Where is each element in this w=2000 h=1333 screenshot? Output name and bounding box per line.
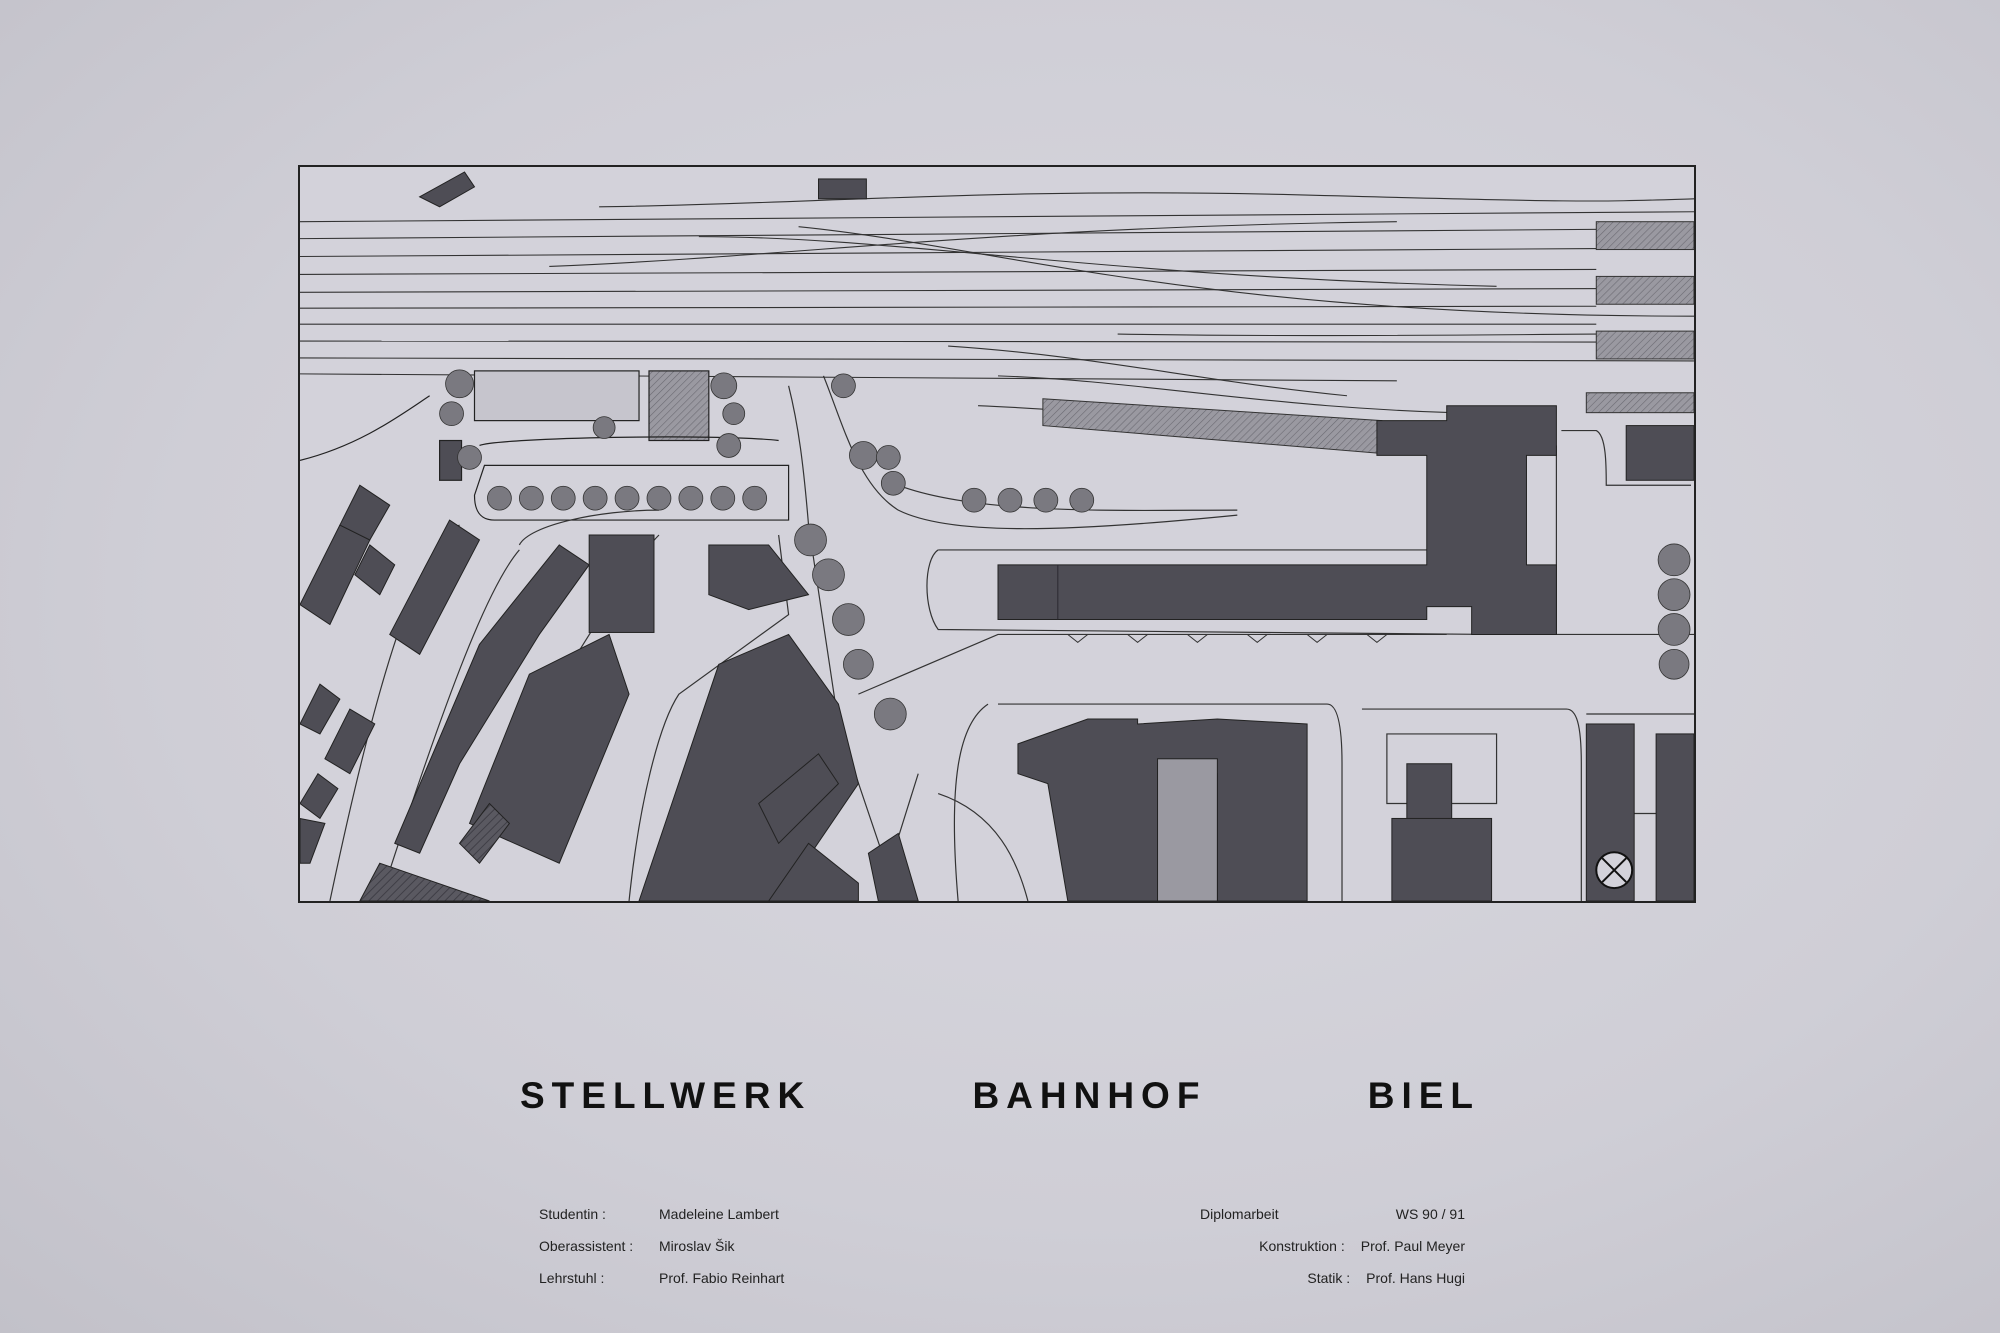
credit-label: Oberassistent : — [539, 1238, 634, 1254]
station-block-balconies — [1067, 634, 1388, 644]
credit-value: Prof. Hans Hugi — [1366, 1270, 1465, 1286]
credit-row: Statik : Prof. Hans Hugi — [1200, 1262, 1465, 1294]
credit-value: Prof. Fabio Reinhart — [659, 1270, 785, 1286]
site-plan — [298, 165, 1696, 903]
credit-row: Konstruktion : Prof. Paul Meyer — [1200, 1230, 1465, 1262]
credit-row: Diplomarbeit WS 90 / 91 — [1200, 1198, 1465, 1230]
station-block — [997, 405, 1694, 635]
title-word-1: STELLWERK — [520, 1075, 812, 1116]
credits-right: Diplomarbeit WS 90 / 91 Konstruktion : P… — [1200, 1198, 1465, 1294]
credit-label: Lehrstuhl : — [539, 1270, 605, 1286]
trees — [439, 369, 1691, 731]
bottom-buildings — [1017, 718, 1694, 901]
platforms — [1042, 221, 1694, 454]
site-plan-drawing — [300, 171, 1694, 901]
left-city-blocks — [300, 484, 919, 901]
credit-row: Studentin : Madeleine Lambert — [539, 1198, 784, 1230]
compass-cross-icon — [1595, 851, 1634, 890]
credit-label: Studentin : — [539, 1206, 606, 1222]
credit-label: Statik : — [1307, 1270, 1351, 1286]
credits-left: Studentin : Madeleine Lambert Oberassist… — [539, 1198, 784, 1294]
credit-row: Oberassistent : Miroslav Šik — [539, 1230, 784, 1262]
drawing-title: STELLWERK BAHNHOF BIEL — [520, 1075, 1480, 1117]
credit-label: Diplomarbeit — [1200, 1206, 1279, 1222]
title-word-3: BIEL — [1367, 1075, 1480, 1116]
credit-value: Madeleine Lambert — [659, 1206, 779, 1222]
credit-value: WS 90 / 91 — [1395, 1206, 1465, 1222]
title-word-2: BAHNHOF — [972, 1075, 1207, 1116]
credit-value: Prof. Paul Meyer — [1360, 1238, 1465, 1254]
top-buildings — [418, 171, 867, 208]
credit-value: Miroslav Šik — [659, 1238, 735, 1254]
credit-label: Konstruktion : — [1259, 1238, 1345, 1254]
left-hatched-strips — [359, 802, 511, 901]
credit-row: Lehrstuhl : Prof. Fabio Reinhart — [539, 1262, 784, 1294]
station-building — [300, 370, 790, 521]
